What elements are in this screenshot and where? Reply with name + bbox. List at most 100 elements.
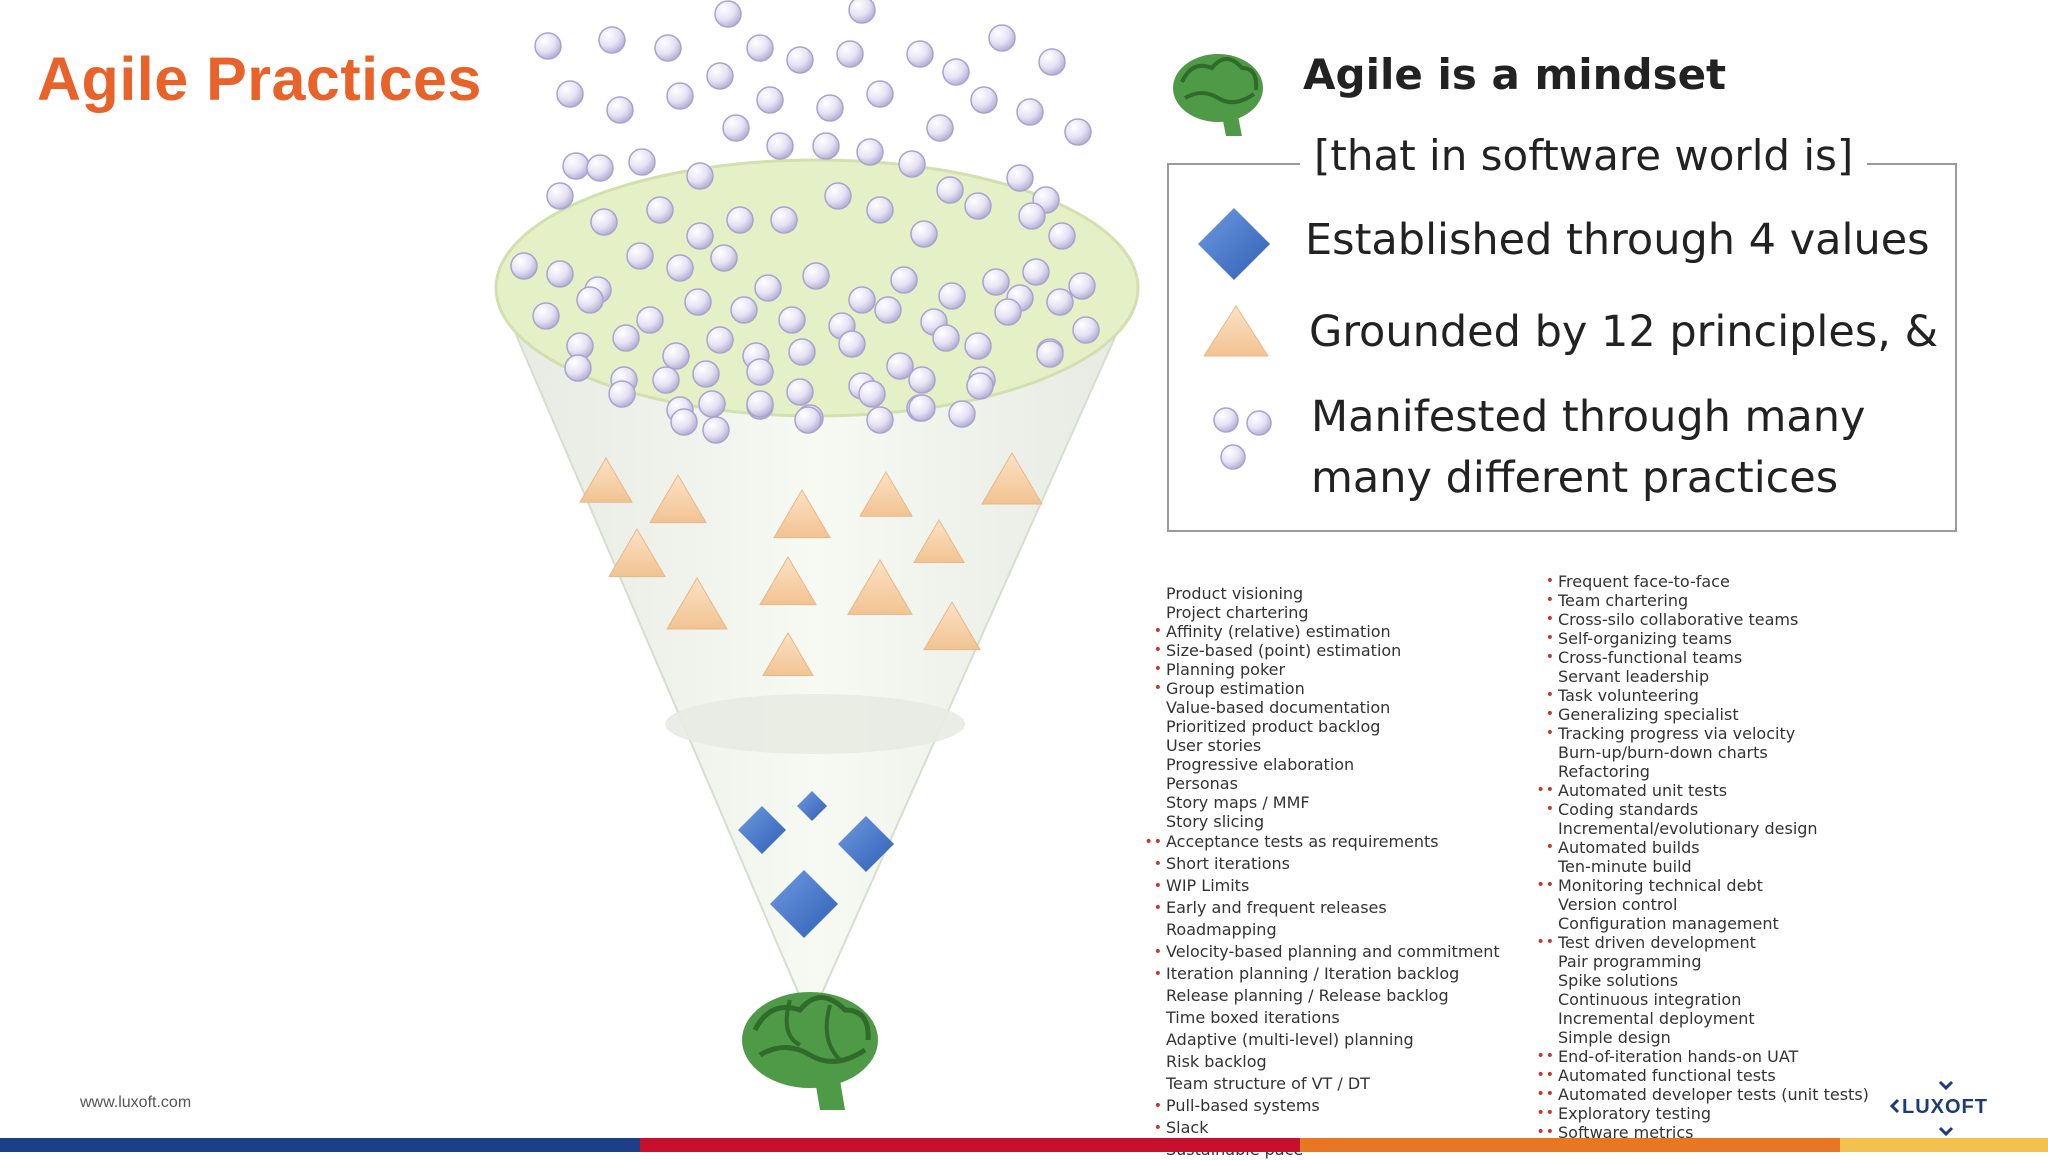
bubble-icon [590,208,618,236]
practice-label: Pull-based systems [1166,1096,1320,1115]
practice-label: Tracking progress via velocity [1558,724,1796,743]
practice-item: •Automated builds [1546,838,1869,857]
bubble-icon [890,266,918,294]
bubble-icon [670,408,698,436]
practice-item: •Tracking progress via velocity [1546,724,1869,743]
bubble-icon [970,86,998,114]
practice-item: •Planning poker [1154,660,1500,679]
bubble-icon [824,182,852,210]
bubble-icon [646,196,674,224]
bubble-icon [722,114,750,142]
bubble-icon [1038,48,1066,76]
bubble-icon [534,32,562,60]
practice-marker: • [1153,642,1163,658]
bubble-icon [964,332,992,360]
bubble-icon [754,274,782,302]
diamond-icon [1198,208,1270,280]
triangle-icon [1203,305,1269,357]
bubble-icon [966,372,994,400]
bubble-icon [856,138,884,166]
bubble-icon [908,394,936,422]
bubble-icon [948,400,976,428]
practice-item: •Self-organizing teams [1546,629,1869,648]
practice-label: Continuous integration [1558,990,1742,1009]
practice-item: Progressive elaboration [1166,755,1500,774]
practice-label: Incremental/evolutionary design [1558,819,1818,838]
practice-item: ••Monitoring technical debt [1536,876,1869,895]
practice-label: Coding standards [1558,800,1699,819]
practice-item: Prioritized product backlog [1166,717,1500,736]
brain-icon [742,992,878,1110]
bubble-icon [886,352,914,380]
practice-item: ••Exploratory testing [1536,1104,1869,1123]
practice-label: Test driven development [1558,933,1756,952]
bubble-icon [684,288,712,316]
practice-label: Acceptance tests as requirements [1166,832,1439,851]
practice-marker: • [1153,680,1163,696]
bubble-icon [1018,202,1046,230]
practice-label: Planning poker [1166,660,1286,679]
practice-label: Self-organizing teams [1558,629,1732,648]
triangle-icon [923,601,981,651]
practice-marker: • [1153,878,1163,894]
bubble-icon [532,302,560,330]
bubble-icon [938,282,966,310]
practice-label: Velocity-based planning and commitment [1166,942,1500,961]
practice-label: Servant leadership [1558,667,1710,686]
practice-item: Adaptive (multi-level) planning [1166,1029,1500,1051]
triangle-cluster [579,452,1043,676]
diamond-icon [797,791,827,821]
practice-label: Generalizing specialist [1558,705,1739,724]
bubble-icon [714,0,742,28]
practice-marker: • [1545,801,1555,817]
practice-item: •Cross-silo collaborative teams [1546,610,1869,629]
practice-marker: • [1545,611,1555,627]
practice-label: Group estimation [1166,679,1305,698]
practice-marker: •• [1536,877,1555,893]
practice-item: Roadmapping [1166,919,1500,941]
bubble-icon [982,268,1010,296]
practice-item: Burn-up/burn-down charts [1558,743,1869,762]
practice-item: Project chartering [1166,603,1500,622]
bubble-icon [706,62,734,90]
practice-marker: • [1153,661,1163,677]
practice-marker: • [1545,839,1555,855]
practice-item: Incremental deployment [1558,1009,1869,1028]
legend-caption: [that in software world is] [1300,131,1868,180]
practice-marker: •• [1536,1086,1555,1102]
practice-item: •Pull-based systems [1154,1095,1500,1117]
practice-label: Prioritized product backlog [1166,717,1381,736]
practice-item: •Short iterations [1154,853,1500,875]
bubble-icon [1016,98,1044,126]
practice-item: ••Automated developer tests (unit tests) [1536,1085,1868,1104]
practice-item: Continuous integration [1558,990,1869,1009]
practice-marker: • [1153,944,1163,960]
legend-principles: Grounded by 12 principles, & [1309,307,1939,357]
slide-title: Agile Practices [37,45,482,113]
bubble-icon [556,80,584,108]
bubble-icon [786,378,814,406]
bubble-icon [546,182,574,210]
triangle-icon [579,457,633,503]
funnel-cone [494,287,1139,1023]
practice-label: Adaptive (multi-level) planning [1166,1030,1414,1049]
triangle-icon [981,452,1043,505]
practice-label: Spike solutions [1558,971,1679,990]
bubble-icon [608,380,636,408]
triangle-icon [859,471,913,517]
practice-item: •Group estimation [1154,679,1500,698]
bar-segment-blue [0,1138,640,1152]
practice-item: User stories [1166,736,1500,755]
bubble-icon [746,34,774,62]
practice-item: Pair programming [1558,952,1869,971]
bubble-icon [1072,316,1100,344]
practice-item: •Size-based (point) estimation [1154,641,1500,660]
bubble-icon [612,324,640,352]
practice-marker: • [1153,966,1163,982]
practice-label: Story slicing [1166,812,1265,831]
practice-item: ••Test driven development [1536,933,1869,952]
diamond-icon [770,870,838,938]
bubble-icon [866,406,894,434]
practice-label: Exploratory testing [1558,1104,1712,1123]
